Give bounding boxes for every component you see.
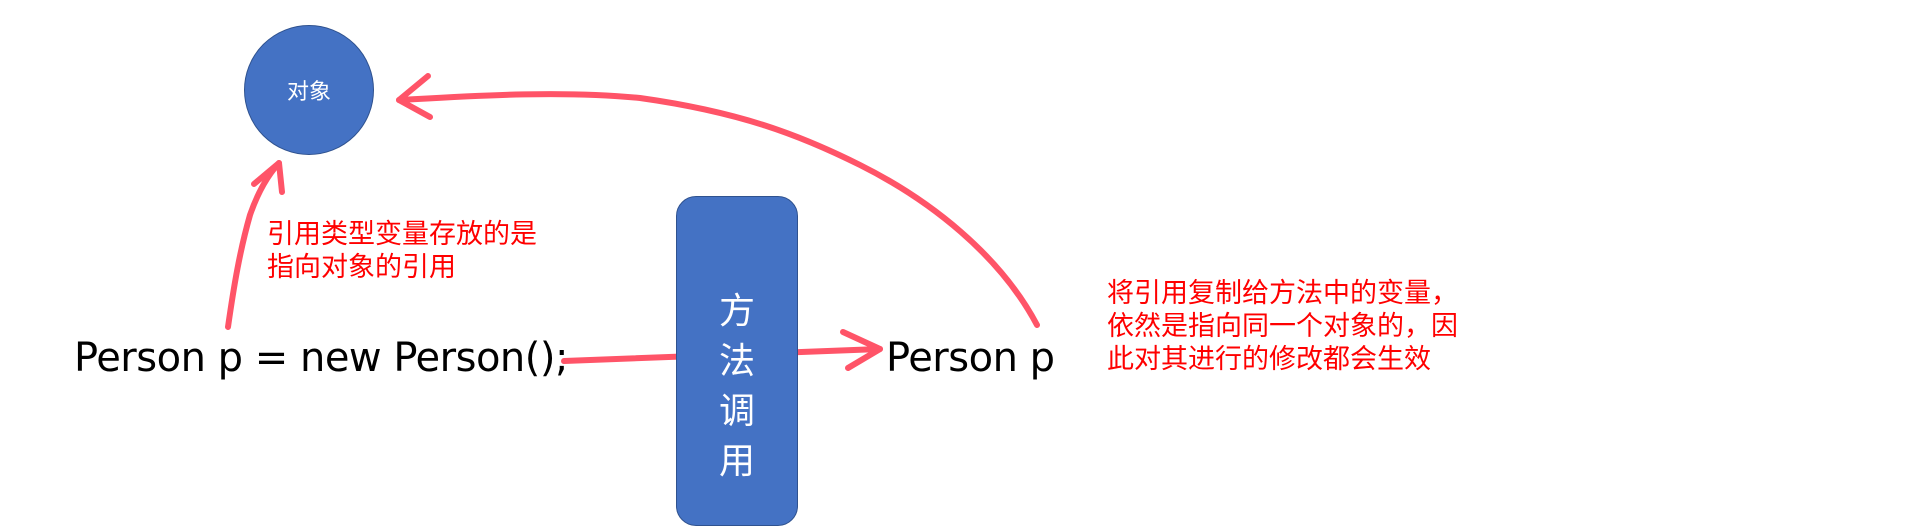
method-call-box: 方 法 调 用 [676, 196, 798, 526]
note-line: 此对其进行的修改都会生效 [1107, 344, 1431, 375]
object-node: 对象 [244, 25, 374, 155]
reference-note: 引用类型变量存放的是 指向对象的引用 [267, 218, 537, 284]
reference-passing-diagram: 对象 方 法 调 用 Person p = new Person(); Pers… [74, 25, 1458, 526]
method-parameter-code: Person p [886, 335, 1055, 381]
method-call-label: 方 法 调 用 [677, 287, 797, 487]
method-call-char: 法 [718, 341, 755, 382]
note-line: 将引用复制给方法中的变量， [1107, 278, 1458, 309]
note-line: 依然是指向同一个对象的，因 [1107, 311, 1458, 342]
object-node-label: 对象 [286, 80, 331, 105]
declaration-code: Person p = new Person(); [74, 335, 568, 381]
note-line: 引用类型变量存放的是 [267, 219, 537, 250]
method-call-char: 调 [718, 391, 755, 432]
method-call-char: 用 [718, 441, 755, 482]
note-line: 指向对象的引用 [267, 252, 456, 283]
copy-reference-note: 将引用复制给方法中的变量， 依然是指向同一个对象的，因 此对其进行的修改都会生效 [1107, 277, 1458, 376]
method-call-char: 方 [718, 291, 755, 332]
